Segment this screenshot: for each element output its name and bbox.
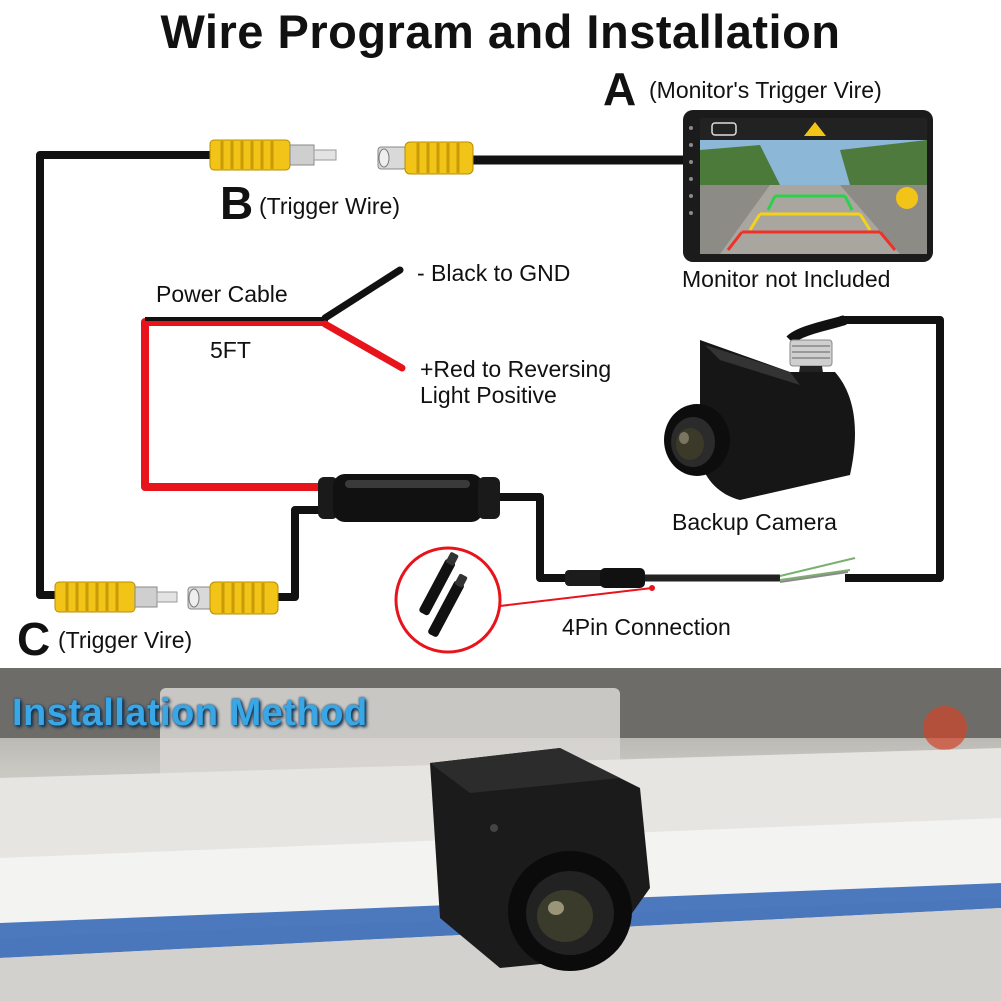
label-c-letter: C <box>17 613 51 665</box>
pin-connector-icon <box>565 568 655 591</box>
label-a-text: (Monitor's Trigger Vire) <box>649 77 882 103</box>
installation-method-heading: Installation Method <box>12 692 368 734</box>
rca-socket-icon <box>187 581 279 615</box>
black-gnd-label: - Black to GND <box>417 260 571 286</box>
c-to-adapter-wire <box>275 506 330 601</box>
power-cable-label: Power Cable <box>156 281 288 307</box>
backup-camera-label: Backup Camera <box>672 509 837 535</box>
black-gnd-wire <box>321 266 404 322</box>
red-reversing-label-1: +Red to Reversing <box>420 356 612 382</box>
wiring-diagram-svg <box>36 110 944 654</box>
adapter-to-pin-wire <box>495 493 570 582</box>
label-a-letter: A <box>603 63 637 115</box>
monitor-label: Monitor not Included <box>682 266 891 292</box>
installation-photo-svg <box>0 668 1001 1001</box>
loose-wire-tails <box>779 557 856 581</box>
installation-photo <box>0 668 1001 1001</box>
rca-plug-icon <box>54 581 178 613</box>
rca-plug-icon <box>209 139 337 171</box>
red-reversing-wire <box>321 320 406 372</box>
red-power-wire <box>141 318 330 491</box>
camera-cable <box>840 316 944 582</box>
red-reversing-label-2: Light Positive <box>420 382 557 408</box>
length-label: 5FT <box>210 337 251 363</box>
pin-magnifier <box>394 546 653 654</box>
monitor-icon <box>683 110 933 262</box>
power-adapter-box <box>318 474 500 522</box>
page-title: Wire Program and Installation <box>160 5 841 58</box>
label-b-letter: B <box>220 177 254 229</box>
rca-socket-icon <box>377 141 474 175</box>
pin-connection-label: 4Pin Connection <box>562 614 731 640</box>
backup-camera-icon <box>664 315 855 500</box>
loose-wire-grey <box>779 571 849 583</box>
trigger-wire-loop <box>36 151 215 599</box>
label-c-text: (Trigger Vire) <box>58 627 193 653</box>
label-b-text: (Trigger Wire) <box>259 193 400 219</box>
wiring-diagram: Wire Program and Installation A (Monitor… <box>17 5 944 665</box>
